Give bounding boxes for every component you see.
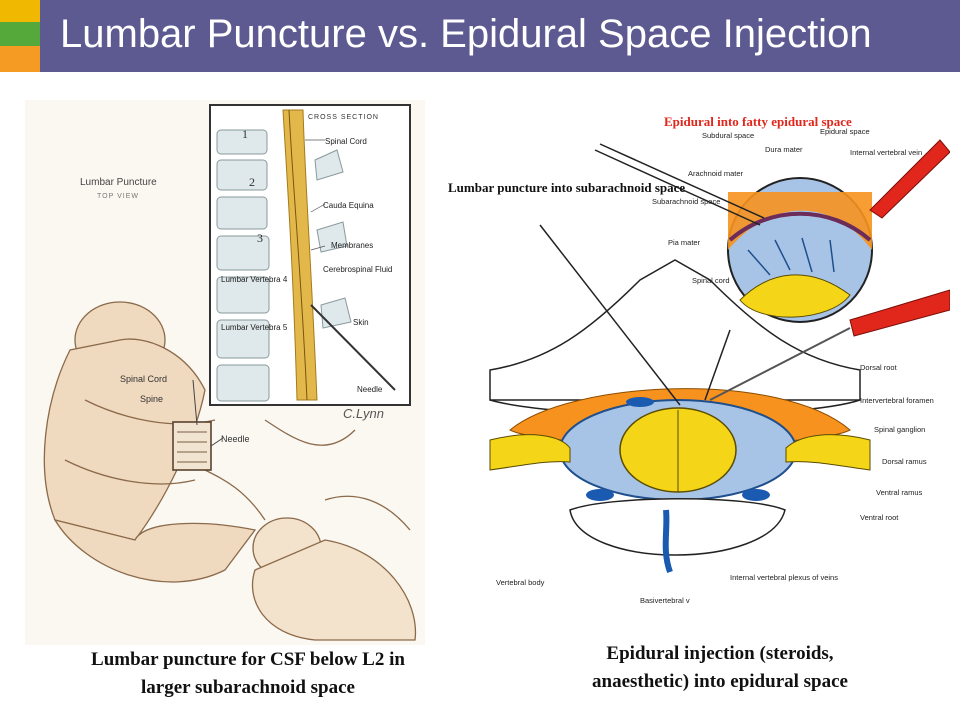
lp-needle bbox=[539, 143, 765, 406]
left-caption-line1: Lumbar puncture for CSF below L2 in bbox=[91, 649, 405, 670]
subarachnoid-space-label: Subarachnoid space bbox=[652, 197, 720, 206]
dorsal-root-label: Dorsal root bbox=[860, 363, 898, 372]
patient-sketch bbox=[43, 301, 257, 583]
lumbar-vertebra-4-label: Lumbar Vertebra 4 bbox=[221, 275, 288, 284]
vertebra-number-3: 3 bbox=[257, 231, 263, 245]
epidural-diagram: Epidural into fatty epidural space Lumba… bbox=[430, 100, 950, 630]
doctor-sketch bbox=[204, 419, 417, 641]
cross-section-panel: CROSS SECTION bbox=[209, 104, 411, 406]
right-caption-line1: Epidural injection (steroids, bbox=[606, 643, 834, 664]
vertebral-body-shape bbox=[569, 498, 786, 556]
vertebra-number-1: 1 bbox=[242, 127, 248, 141]
spinal-cord-inset-label: Spinal cord bbox=[692, 276, 730, 285]
internal-vertebral-plexus-label: Internal vertebral plexus of veins bbox=[730, 573, 838, 582]
vertebra-number-2: 2 bbox=[249, 175, 255, 189]
right-caption: Epidural injection (steroids, anaestheti… bbox=[500, 640, 940, 696]
accent-stripe-green bbox=[0, 22, 40, 46]
body-spinal-cord-label: Spinal Cord bbox=[120, 374, 167, 384]
epidural-needle bbox=[709, 139, 950, 401]
epidural-title: Epidural into fatty epidural space bbox=[664, 114, 852, 129]
body-needle-label: Needle bbox=[221, 434, 250, 444]
left-nerve-root bbox=[489, 434, 571, 471]
slide-title: Lumbar Puncture vs. Epidural Space Injec… bbox=[60, 12, 872, 56]
skin-label: Skin bbox=[353, 318, 369, 327]
vertebral-body-label: Vertebral body bbox=[496, 578, 545, 587]
magnified-inset bbox=[727, 177, 873, 323]
epidural-space-label: Epidural space bbox=[820, 127, 870, 136]
left-caption: Lumbar puncture for CSF below L2 in larg… bbox=[28, 646, 468, 702]
needle-label: Needle bbox=[357, 385, 383, 394]
cross-section-title: CROSS SECTION bbox=[308, 114, 379, 121]
right-nerve-root bbox=[785, 434, 871, 471]
left-caption-line2: larger subarachnoid space bbox=[141, 677, 355, 698]
internal-vertebral-vein-label: Internal vertebral vein bbox=[850, 148, 922, 157]
accent-stripe-orange bbox=[0, 46, 40, 72]
lumbar-vertebra-5-label: Lumbar Vertebra 5 bbox=[221, 323, 288, 332]
basivertebral-vein bbox=[662, 509, 673, 574]
lumbar-puncture-illustration: Lumbar Puncture TOP VIEW Spinal Cord Spi… bbox=[25, 100, 425, 645]
dura-mater-label: Dura mater bbox=[765, 145, 803, 154]
lp-title: Lumbar puncture into subarachnoid space bbox=[448, 180, 685, 195]
basivertebral-v-label: Basivertebral v bbox=[640, 596, 690, 605]
intervertebral-foramen-label: Intervertebral foramen bbox=[860, 396, 934, 405]
body-spine-label: Spine bbox=[140, 394, 163, 404]
top-view-subtitle: TOP VIEW bbox=[97, 193, 139, 200]
pia-mater-label: Pia mater bbox=[668, 238, 701, 247]
csf-label: Cerebrospinal Fluid bbox=[323, 265, 392, 274]
subdural-space-label: Subdural space bbox=[702, 131, 754, 140]
spinal-ganglion-label: Spinal ganglion bbox=[874, 425, 925, 434]
title-bar: Lumbar Puncture vs. Epidural Space Injec… bbox=[0, 0, 960, 72]
right-caption-line2: anaesthetic) into epidural space bbox=[592, 671, 848, 692]
arachnoid-mater-label: Arachnoid mater bbox=[688, 169, 744, 178]
ventral-root-label: Ventral root bbox=[860, 513, 899, 522]
ventral-ramus-label: Ventral ramus bbox=[876, 488, 923, 497]
vertebral-arch bbox=[489, 259, 861, 401]
membranes-label: Membranes bbox=[331, 241, 373, 250]
signature: C.Lynn bbox=[343, 406, 384, 421]
accent-stripe-yellow bbox=[0, 0, 40, 22]
spinal-cord-label: Spinal Cord bbox=[325, 137, 367, 146]
dorsal-ramus-label: Dorsal ramus bbox=[882, 457, 927, 466]
cauda-equina-label: Cauda Equina bbox=[323, 201, 374, 210]
spine-detail-box bbox=[172, 379, 224, 471]
top-view-title: Lumbar Puncture bbox=[80, 177, 157, 188]
